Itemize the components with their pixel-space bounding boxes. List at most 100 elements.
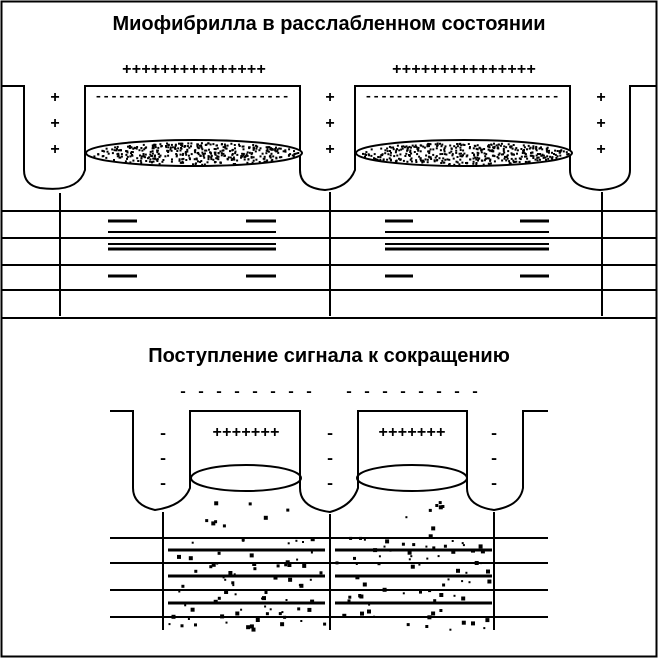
calcium-dot: [154, 146, 157, 149]
calcium-dot: [152, 160, 155, 163]
calcium-dot: [406, 149, 409, 151]
calcium-dot: [234, 147, 236, 150]
calcium-dot: [252, 156, 255, 159]
calcium-dot: [556, 155, 559, 158]
calcium-ion: [235, 611, 240, 616]
calcium-ion: [232, 584, 235, 587]
tubule-charge: -: [325, 475, 335, 493]
calcium-dot: [184, 150, 187, 153]
calcium-dot: [207, 142, 210, 145]
calcium-ion: [449, 628, 452, 631]
calcium-dot: [539, 147, 542, 150]
calcium-dot: [407, 146, 410, 149]
calcium-dot: [523, 152, 526, 155]
calcium-dot: [439, 142, 441, 145]
calcium-dot: [119, 156, 122, 159]
calcium-ion: [451, 549, 456, 554]
calcium-dot: [181, 145, 184, 147]
calcium-dot: [217, 152, 220, 154]
calcium-dot: [453, 163, 456, 166]
calcium-ion: [280, 622, 285, 627]
calcium-dot: [487, 144, 490, 147]
calcium-dot: [413, 151, 416, 153]
calcium-dot: [210, 152, 212, 155]
calcium-dot: [446, 158, 449, 161]
calcium-ion: [249, 553, 254, 558]
calcium-dot: [171, 146, 174, 149]
calcium-ion: [310, 537, 315, 542]
calcium-dot: [409, 158, 412, 161]
myosin-filaments-relaxed-thin: [108, 231, 549, 245]
calcium-dot: [181, 154, 184, 156]
calcium-dot: [258, 149, 261, 152]
calcium-dot: [450, 150, 453, 153]
calcium-dot: [221, 149, 224, 152]
calcium-dot: [459, 158, 462, 161]
calcium-dot: [422, 145, 425, 148]
calcium-dot: [203, 156, 206, 159]
calcium-dot: [149, 153, 152, 156]
calcium-dot: [171, 158, 173, 161]
calcium-dot: [193, 149, 196, 152]
calcium-dot: [472, 162, 475, 165]
calcium-dot: [465, 162, 467, 164]
calcium-ion: [359, 594, 364, 599]
calcium-dot: [380, 147, 383, 150]
calcium-dot: [539, 158, 541, 161]
calcium-ion: [348, 595, 352, 599]
calcium-dot: [529, 146, 532, 149]
calcium-dot: [144, 156, 147, 159]
calcium-dot: [175, 153, 178, 155]
calcium-dot: [222, 146, 225, 149]
calcium-dot: [142, 143, 145, 146]
calcium-dot: [384, 149, 387, 152]
calcium-dot: [394, 151, 397, 154]
calcium-dot: [274, 149, 277, 152]
calcium-dot: [167, 151, 170, 153]
calcium-dot: [487, 148, 490, 151]
calcium-dot: [548, 149, 550, 152]
sr-inner-charge-left-active: +++++++: [212, 424, 279, 442]
calcium-dot: [236, 153, 239, 156]
calcium-dot: [97, 153, 100, 156]
calcium-dot: [513, 153, 515, 156]
calcium-dot: [487, 162, 490, 165]
calcium-dot: [392, 146, 395, 149]
calcium-dot: [200, 144, 203, 147]
calcium-dot: [140, 155, 143, 158]
calcium-dot: [232, 156, 235, 159]
calcium-dot: [429, 143, 432, 146]
calcium-dot: [511, 147, 514, 150]
calcium-dot: [145, 160, 148, 162]
calcium-dot: [156, 158, 159, 161]
calcium-dot: [510, 157, 513, 160]
calcium-dot: [460, 152, 463, 155]
calcium-dot: [117, 152, 120, 155]
calcium-ion: [373, 548, 378, 553]
calcium-dot: [443, 150, 446, 153]
calcium-ion: [171, 614, 176, 619]
calcium-dot: [460, 155, 463, 158]
calcium-dot: [263, 157, 266, 160]
calcium-dot: [229, 150, 231, 153]
calcium-ion: [180, 624, 184, 628]
calcium-dot: [432, 153, 435, 156]
calcium-ion: [355, 575, 360, 580]
tubule-charge: +: [50, 89, 60, 107]
calcium-dot: [181, 142, 184, 145]
calcium-dot: [532, 155, 535, 158]
calcium-dot: [136, 157, 139, 160]
calcium-dot: [458, 152, 461, 155]
calcium-dot: [466, 154, 469, 157]
calcium-ion: [307, 607, 312, 612]
calcium-dot: [293, 153, 296, 156]
calcium-dot: [415, 146, 418, 148]
calcium-dot: [481, 159, 484, 162]
calcium-dot: [147, 157, 149, 160]
calcium-dot: [169, 146, 172, 149]
calcium-dot: [174, 147, 176, 150]
calcium-dot: [523, 146, 526, 149]
calcium-dot: [242, 154, 245, 157]
calcium-ion: [276, 564, 280, 568]
calcium-ion: [406, 623, 410, 627]
